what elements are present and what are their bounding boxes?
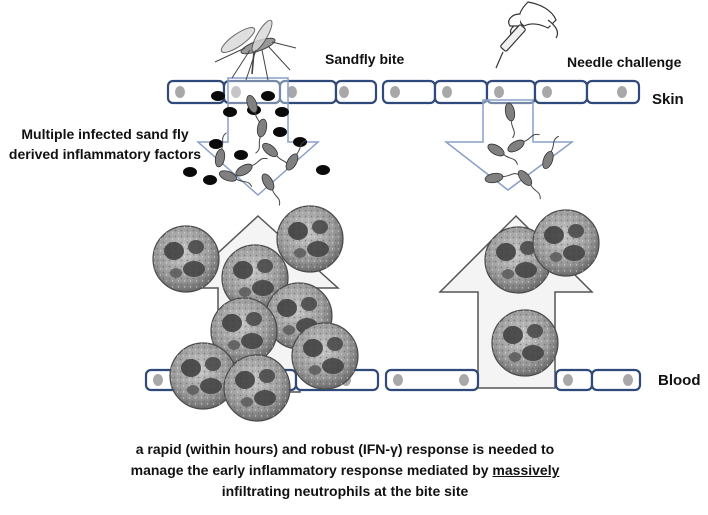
caption-line-1: a rapid (within hours) and robust (IFN-γ… — [135, 441, 555, 457]
figure-caption: a rapid (within hours) and robust (IFN-γ… — [20, 439, 670, 502]
down-arrow-right — [443, 99, 575, 191]
label-blood: Blood — [658, 372, 701, 389]
label-needle-challenge: Needle challenge — [567, 54, 682, 70]
sandfly-icon — [214, 19, 297, 81]
label-skin: Skin — [652, 91, 684, 108]
caption-underlined-word: massively — [492, 462, 560, 478]
syringe-hand-icon — [495, 1, 559, 69]
skin-cell-layer — [166, 79, 641, 105]
caption-line-2-text: manage the early inflammatory response m… — [130, 462, 493, 478]
caption-line-2: manage the early inflammatory response m… — [20, 460, 670, 481]
label-sandfly-bite: Sandfly bite — [325, 51, 405, 67]
caption-line-3: infiltrating neutrophils at the bite sit… — [221, 483, 469, 499]
label-inflammatory-factors: Multiple infected sand fly derived infla… — [8, 126, 202, 162]
